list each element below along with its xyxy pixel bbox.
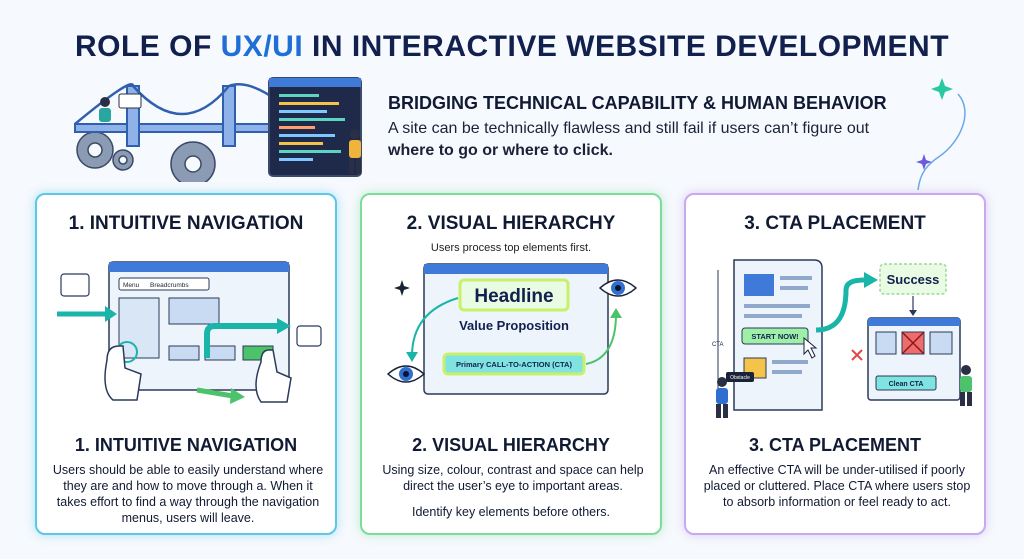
- card-body: Users should be able to easily understan…: [52, 463, 324, 525]
- clean-cta-label: Clean CTA: [889, 381, 924, 388]
- intro-heading: BRIDGING TECHNICAL CAPABILITY & HUMAN BE…: [388, 93, 887, 113]
- eye-icon: [598, 279, 638, 297]
- page-title: ROLE OF UX/UI IN INTERACTIVE WEBSITE DEV…: [74, 30, 950, 63]
- hand-pointer-icon: [104, 345, 142, 401]
- arrow-down-icon: [909, 310, 917, 316]
- card-heading: 2. VISUAL HIERARCHY: [406, 213, 616, 234]
- card-heading: 3. CTA PLACEMENT: [744, 213, 926, 234]
- card-extra: Identify key elements before others.: [411, 505, 611, 519]
- person-icon: [349, 129, 361, 174]
- bridge-illustration: [74, 77, 362, 182]
- chat-bubble-icon: [60, 273, 90, 297]
- eye-icon: [386, 365, 426, 383]
- card-note: Users process top elements first.: [430, 242, 592, 254]
- breadcrumbs-label: Breadcrumbs: [150, 282, 189, 289]
- chat-bubble-icon: [296, 325, 322, 347]
- sparkle-decoration: [916, 78, 966, 191]
- arrow-right-icon: [105, 306, 117, 322]
- intro-emphasis: where to go or where to click.: [388, 142, 613, 159]
- card-heading: 1. INTUITIVE NAVIGATION: [68, 213, 304, 234]
- card-cta-placement: 3. CTA PLACEMENT START NOW! Obstacle CTA…: [684, 193, 986, 535]
- sparkle-icon: [931, 78, 953, 100]
- person-icon: [99, 93, 142, 122]
- code-window-icon: [268, 77, 362, 177]
- person-icon: [960, 365, 972, 406]
- success-label: Success: [887, 272, 940, 287]
- card-subheading: 3. CTA PLACEMENT: [748, 435, 921, 455]
- intro-text: A site can be technically flawless and s…: [388, 120, 870, 159]
- obstacle-label: Obstacle: [730, 375, 750, 381]
- person-icon: [716, 377, 728, 418]
- value-proposition-label: Value Proposition: [459, 318, 569, 333]
- arrow-right-icon: [277, 318, 291, 334]
- cta-label: CTA: [712, 342, 724, 348]
- arrow-down-icon: [406, 352, 418, 362]
- hand-pointer-icon: [255, 349, 292, 403]
- gear-icon: [76, 131, 216, 182]
- start-now-label: START NOW!: [751, 332, 798, 341]
- headline-label: Headline: [474, 286, 553, 307]
- card-body: Using size, colour, contrast and space c…: [382, 463, 644, 493]
- menu-label: Menu: [123, 282, 140, 289]
- card-visual-hierarchy: 2. VISUAL HIERARCHY Users process top el…: [360, 193, 662, 535]
- card-subheading: 1. INTUITIVE NAVIGATION: [74, 435, 298, 455]
- hierarchy-illustration: Headline Value Proposition Primary CALL-…: [386, 263, 638, 395]
- arrow-right-icon: [864, 272, 878, 288]
- card-subheading: 2. VISUAL HIERARCHY: [412, 435, 610, 455]
- arrow-up-icon: [610, 308, 622, 318]
- card-body: An effective CTA will be under-utilised …: [703, 463, 971, 509]
- card-intuitive-navigation: 1. INTUITIVE NAVIGATION Menu Breadcrumbs…: [35, 193, 337, 535]
- arrow-right-icon: [230, 388, 245, 404]
- sparkle-icon: [916, 154, 932, 170]
- navigation-illustration: Menu Breadcrumbs: [57, 261, 322, 404]
- cta-label: Primary CALL-TO-ACTION (CTA): [456, 360, 572, 369]
- close-icon: [851, 349, 863, 361]
- cursor-icon: [803, 336, 818, 359]
- cta-illustration: START NOW! Obstacle CTA Success Clean CT…: [712, 259, 972, 418]
- title-accent: UX/UI: [220, 30, 304, 63]
- sparkle-icon: [394, 280, 410, 296]
